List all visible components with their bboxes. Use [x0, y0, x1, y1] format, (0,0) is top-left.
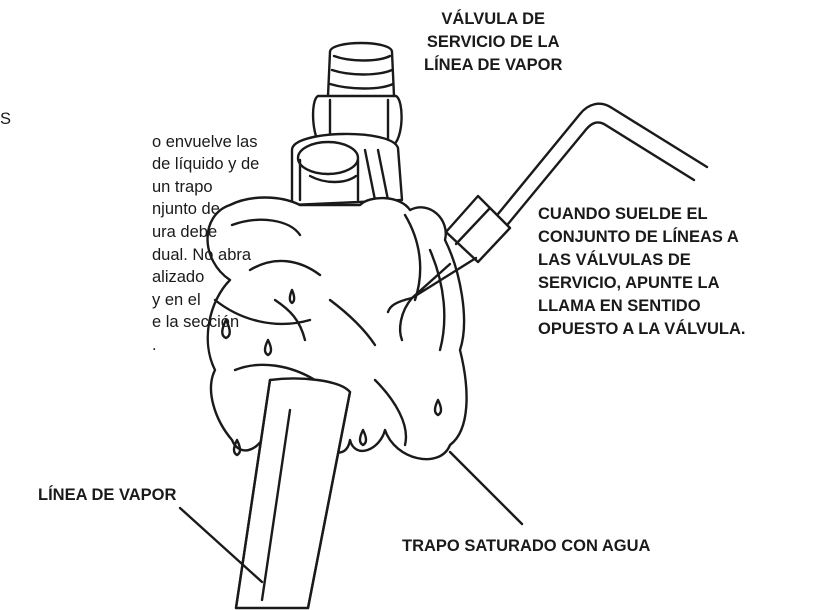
para-line: un trapo — [152, 177, 213, 196]
valve-label: VÁLVULA DE SERVICIO DE LA LÍNEA DE VAPOR — [424, 8, 562, 77]
warning-line: LAS VÁLVULAS DE — [538, 251, 691, 269]
para-line: e la sección — [152, 313, 240, 332]
valve-cap — [311, 41, 403, 148]
vapor-line-pipe — [234, 377, 352, 610]
valve-label-line: LÍNEA DE VAPOR — [424, 56, 563, 74]
para-line: . — [152, 335, 157, 354]
warning-line: OPUESTO A LA VÁLVULA. — [538, 320, 746, 338]
vapor-line-label: LÍNEA DE VAPOR — [38, 486, 177, 504]
para-line: alizado — [152, 268, 205, 287]
wet-rag-label: TRAPO SATURADO CON AGUA — [402, 537, 651, 555]
instruction-text-fragment: S o envuelve las de líquido y de un trap… — [0, 108, 259, 357]
warning-line: CUANDO SUELDE EL — [538, 205, 708, 223]
wet-rag-leader — [448, 450, 524, 526]
para-line: dual. No abra — [152, 245, 252, 264]
heading-fragment: S — [0, 110, 12, 128]
valve-label-line: SERVICIO DE LA — [426, 33, 560, 51]
para-line: njunto de — [152, 200, 220, 219]
para-line: y en el — [152, 290, 201, 309]
warning-line: CONJUNTO DE LÍNEAS A — [538, 228, 739, 246]
para-line: o envuelve las — [152, 132, 258, 151]
para-line: ura debe — [152, 222, 218, 241]
brazing-torch — [386, 102, 709, 342]
valve-label-line: VÁLVULA DE — [441, 10, 546, 28]
warning-line: SERVICIO, APUNTE LA — [538, 274, 720, 292]
warning-line: LLAMA EN SENTIDO — [538, 297, 701, 315]
para-line: de líquido y de — [152, 155, 260, 174]
valve-body — [290, 132, 404, 207]
vapor-line-leader — [178, 506, 264, 584]
torch-warning-label: CUANDO SUELDE EL CONJUNTO DE LÍNEAS A LA… — [538, 203, 745, 341]
